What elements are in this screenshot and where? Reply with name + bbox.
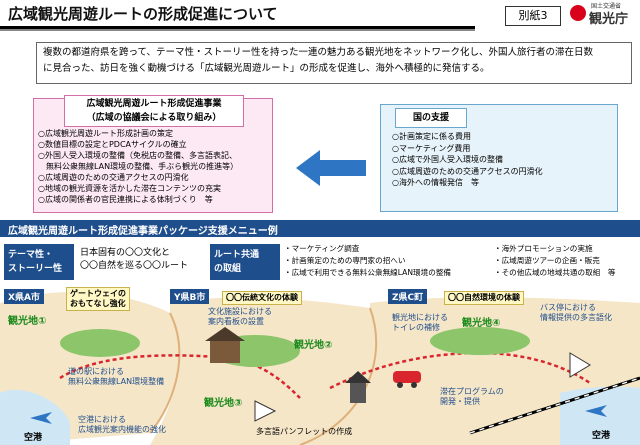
project-item: ○広域周遊のための交通アクセスの円滑化 (38, 173, 189, 182)
theme-label-line: テーマ性・ (8, 250, 54, 260)
support-box-title: 国の支援 (395, 108, 467, 128)
page-title: 広域観光周遊ルートの形成促進について (8, 5, 278, 23)
project-item: ○外国人受入環境の整備（免税店の整備、多言語表記、 (38, 151, 237, 160)
theme-text: 日本固有の〇〇文化と 〇〇自然を巡る〇〇ルート (80, 247, 200, 273)
project-title-line-1: 広域観光周遊ルート形成促進事業 (86, 99, 222, 109)
theme-label: テーマ性・ ストーリー性 (4, 244, 74, 280)
bus-stop-line: 情報提供の多言語化 (540, 313, 612, 322)
city-z-label: Z県C町 (388, 289, 428, 304)
stay-program-line: 滞在プログラムの (440, 387, 504, 396)
station-wifi-note: 道の駅における 無料公衆無線LAN環境整備 (68, 367, 164, 387)
support-item: ○マーケティング費用 (392, 143, 471, 153)
gateway-line: おもてなし強化 (70, 299, 126, 308)
support-item: ○海外への情報発信 等 (392, 178, 479, 187)
toilet-note: 観光地における トイレの補修 (392, 313, 448, 333)
culture-facility-line: 文化施設における (208, 307, 272, 316)
theme-text-line: 日本固有の〇〇文化と (80, 248, 171, 258)
city-x-label: X県A市 (4, 289, 44, 304)
logo-mark-icon (570, 5, 586, 21)
nature-experience: 〇〇自然環境の体験 (444, 291, 524, 305)
culture-facility-note: 文化施設における 案内看板の設置 (208, 307, 272, 327)
annex-label: 別紙3 (505, 6, 561, 26)
stay-program-note: 滞在プログラムの 開発・提供 (440, 387, 504, 407)
spot-4: 観光地④ (462, 318, 501, 329)
project-list: ○広域観光周遊ルート形成計画の策定 ○数値目標の設定とPDCAサイクルの確立 ○… (38, 128, 270, 205)
project-item: ○地域の観光資源を活かした滞在コンテンツの充実 (38, 184, 221, 193)
toilet-line: 観光地における (392, 313, 448, 322)
route-common-list-1: ・マーケティング調査 ・計画策定のための専門家の招へい ・広域で利用できる無料公… (284, 243, 504, 279)
route-item: ・その他広域の地域共通の取組 等 (494, 268, 616, 277)
logo-agency: 観光庁 (589, 12, 629, 27)
route-item: ・海外プロモーションの実施 (494, 244, 593, 253)
spot-3: 観光地③ (204, 398, 243, 409)
menu-title: 広域観光周遊ルート形成促進事業パッケージ支援メニュー例 (8, 226, 278, 237)
support-item: ○広域で外国人受入環境の整備 (392, 155, 503, 164)
theme-text-line: 〇〇自然を巡る〇〇ルート (80, 261, 189, 271)
pamphlet-note: 多言語パンフレットの作成 (256, 427, 353, 436)
support-list: ○計画策定に係る費用 ○マーケティング費用 ○広域で外国人受入環境の整備 ○広域… (392, 131, 612, 189)
culture-experience: 〇〇伝統文化の体験 (222, 291, 302, 305)
project-item: 無料公衆無線LAN環境の整備、手ぶら観光の推進等） (38, 162, 239, 171)
route-label-line: ルート共通 (214, 250, 260, 260)
project-item: ○広域の関係者の官民連携による体制づくり 等 (38, 195, 213, 204)
route-item: ・広域で利用できる無料公衆無線LAN環境の整備 (284, 268, 452, 277)
route-common-list-2: ・海外プロモーションの実施 ・広域周遊ツアーの企画・販売 ・その他広域の地域共通… (494, 243, 639, 279)
route-item: ・マーケティング調査 (284, 244, 360, 253)
airport-label-2: 空港 (592, 431, 611, 441)
gateway-line: ゲートウェイの (70, 289, 126, 298)
project-title-line-2: （広域の協議会による取り組み） (86, 113, 222, 123)
route-label-line: の取組 (214, 264, 242, 274)
intro-line-2: に見合った、訪日を強く動機づける「広域観光周遊ルート」の形成を促進し、海外へ積極… (43, 63, 490, 74)
menu-bar (0, 220, 640, 237)
route-map: X県A市 ゲートウェイの おもてなし強化 Y県B市 〇〇伝統文化の体験 Z県C町… (0, 283, 640, 445)
airport-info-note: 空港における 広域観光案内機能の強化 (78, 415, 166, 435)
city-y-label: Y県B市 (170, 289, 210, 304)
project-item: ○数値目標の設定とPDCAサイクルの確立 (38, 140, 187, 149)
station-wifi-line: 無料公衆無線LAN環境整備 (68, 377, 165, 386)
intro-box: 複数の都道府県を跨って、テーマ性・ストーリー性を持った一連の魅力ある観光地をネッ… (36, 42, 632, 84)
gateway-box: ゲートウェイの おもてなし強化 (66, 287, 130, 311)
spot-2: 観光地② (294, 340, 333, 351)
route-item: ・計画策定のための専門家の招へい (284, 256, 406, 265)
logo-ministry: 国土交通省 (591, 3, 622, 10)
support-item: ○計画策定に係る費用 (392, 132, 471, 141)
theme-label-line: ストーリー性 (8, 264, 63, 274)
intro-line-1: 複数の都道府県を跨って、テーマ性・ストーリー性を持った一連の魅力ある観光地をネッ… (43, 47, 594, 58)
stay-program-line: 開発・提供 (440, 397, 480, 406)
culture-facility-line: 案内看板の設置 (208, 317, 264, 326)
station-wifi-line: 道の駅における (68, 367, 124, 376)
bus-stop-line: バス停における (540, 303, 596, 312)
bus-stop-note: バス停における 情報提供の多言語化 (540, 303, 612, 323)
spot-1: 観光地① (8, 316, 47, 327)
left-arrow-icon (296, 150, 366, 186)
title-underline (0, 26, 475, 29)
project-item: ○広域観光周遊ルート形成計画の策定 (38, 129, 173, 138)
title-underline-shadow (0, 29, 475, 31)
route-item: ・広域周遊ツアーの企画・販売 (494, 256, 600, 265)
airport-info-line: 広域観光案内機能の強化 (78, 425, 166, 434)
airport-label: 空港 (24, 433, 43, 443)
route-common-label: ルート共通 の取組 (210, 244, 280, 280)
project-box-title: 広域観光周遊ルート形成促進事業 （広域の協議会による取り組み） (64, 95, 244, 127)
support-item: ○広域周遊のための交通アクセスの円滑化 (392, 166, 543, 176)
toilet-line: トイレの補修 (392, 323, 440, 332)
airport-info-line: 空港における (78, 415, 126, 424)
